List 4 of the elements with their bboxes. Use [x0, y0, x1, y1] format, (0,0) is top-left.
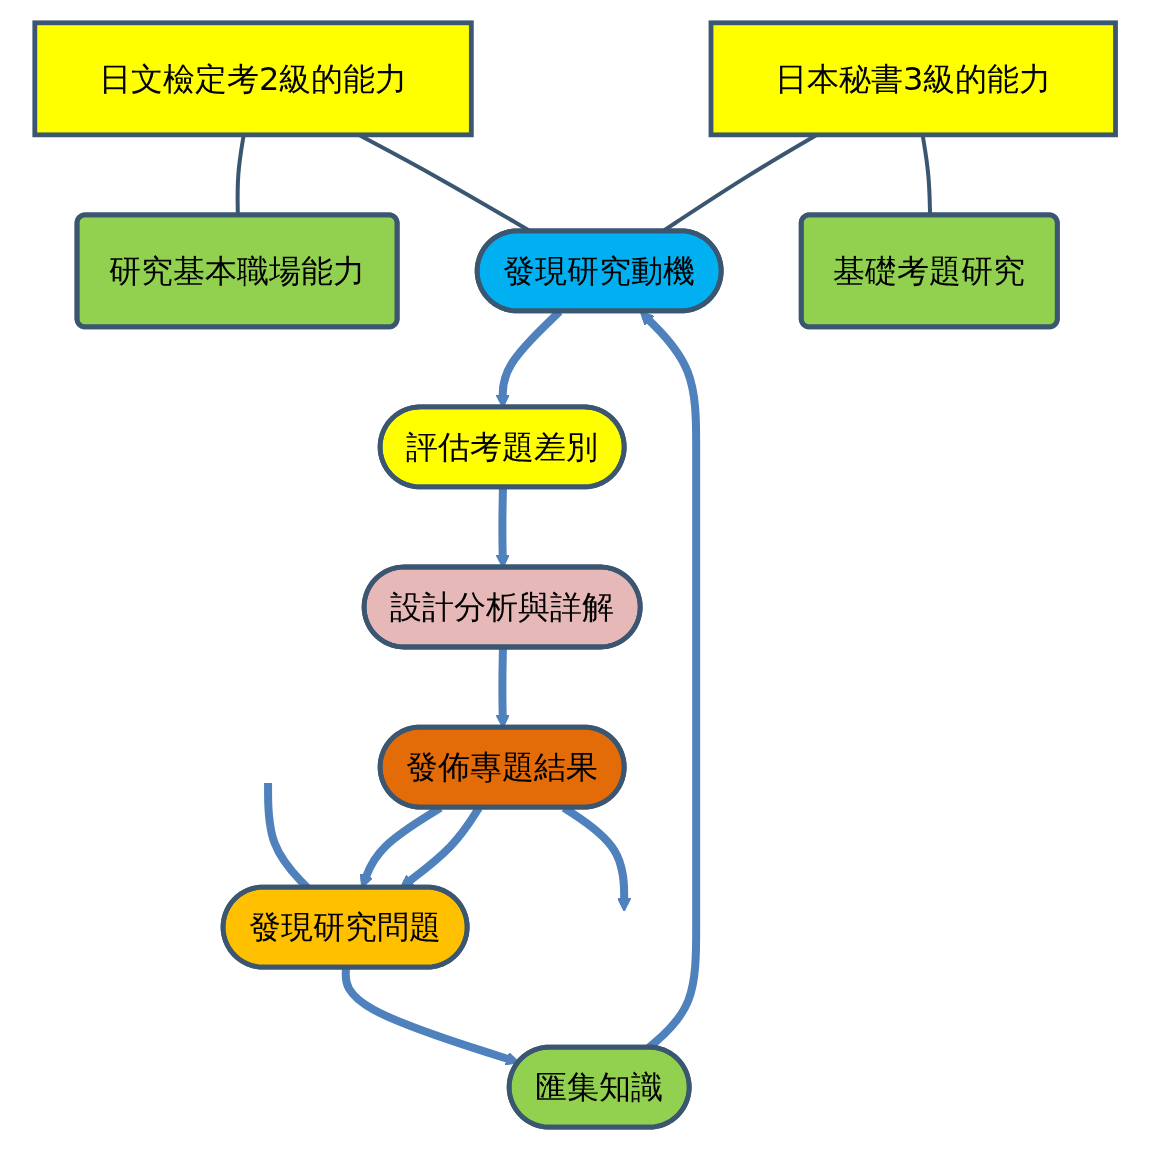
arrow [496, 487, 511, 568]
arrow [496, 647, 511, 728]
node-box: 日文檢定考2級的能力 [32, 19, 475, 137]
node-box: 日本秘書3級的能力 [708, 19, 1119, 137]
